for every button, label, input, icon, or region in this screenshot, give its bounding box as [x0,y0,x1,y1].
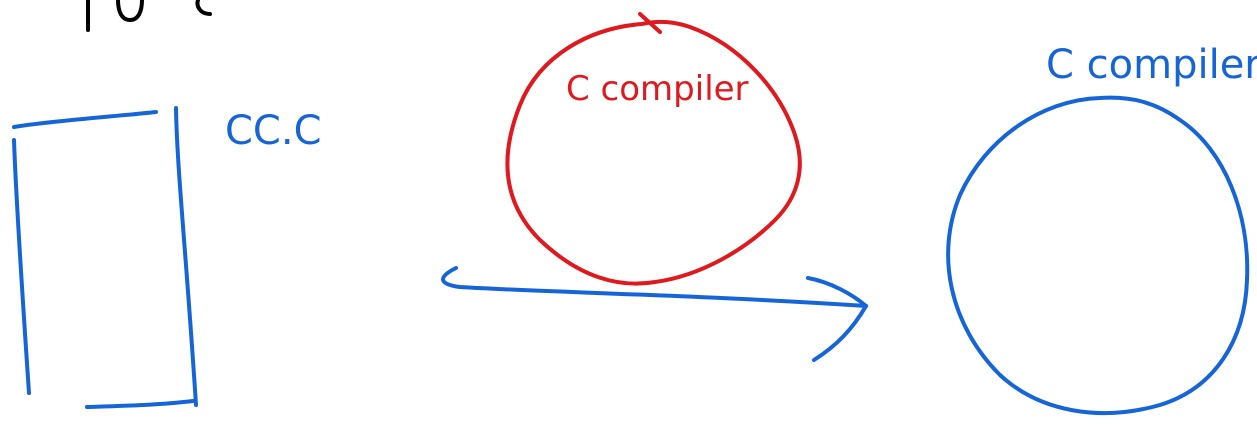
partial-stroke-2 [116,0,144,22]
compiler-tool-shape [505,12,802,286]
source-file-shape [12,106,198,409]
compiler-output-circle [946,95,1250,415]
compiler-tool-tick [638,12,662,34]
file-bottom-edge [85,399,195,409]
arrow-shaft [441,266,868,308]
file-right-edge [174,106,198,407]
arrow-head-upper [806,276,868,308]
compile-arrow [441,266,868,362]
partial-stroke-3 [195,0,212,16]
compiler-output-shape [946,95,1250,415]
top-partial-handwriting [86,0,212,32]
file-left-edge [12,138,31,395]
file-top-edge [12,110,158,129]
compiler-tool-label: C compiler [566,69,749,109]
arrow-head-lower [812,304,868,362]
source-file-label: CC.C [225,108,322,154]
compiler-output-label: C compiler [1046,42,1257,88]
compiler-tool-circle [505,19,802,286]
